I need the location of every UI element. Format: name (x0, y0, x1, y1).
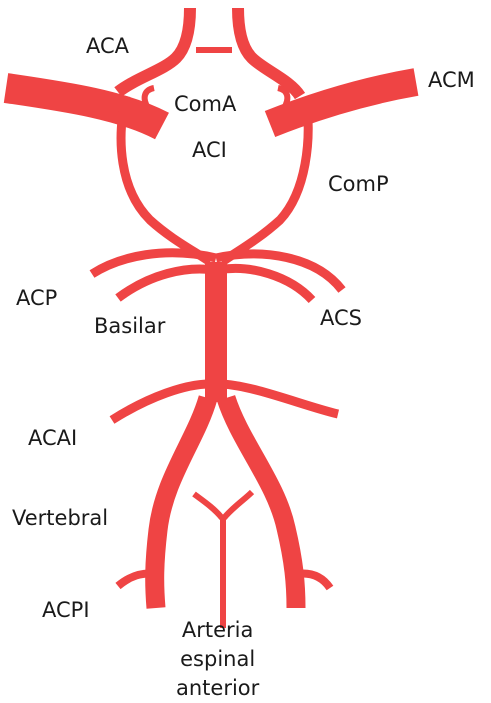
acpi-label: ACPI (42, 600, 90, 621)
anterior-spinal-right-branch (224, 492, 252, 518)
vertebral-left-vessel (155, 398, 208, 608)
arteria-espinal-anterior-label: Arteria espinal anterior (176, 616, 259, 703)
lenticulostriate-left-vessel (145, 88, 154, 108)
acm-left-vessel (6, 88, 162, 126)
vertebral-label: Vertebral (12, 508, 108, 529)
acm-label: ACM (428, 70, 475, 91)
acp-label: ACP (16, 288, 57, 309)
coma-label: ComA (174, 94, 236, 115)
acai-label: ACAI (28, 428, 77, 449)
aca-right-vessel (238, 8, 300, 96)
aca-label: ACA (86, 36, 129, 57)
acs-left-vessel (118, 269, 214, 298)
arteria-espinal-anterior-line-2: espinal (176, 645, 259, 674)
basilar-label: Basilar (94, 316, 165, 337)
anterior-spinal-left-branch (194, 494, 222, 518)
acs-label: ACS (320, 308, 362, 329)
comp-label: ComP (328, 174, 389, 195)
arteria-espinal-anterior-line-1: Arteria (176, 616, 259, 645)
acs-right-vessel (218, 268, 312, 300)
lenticulostriate-right-vessel (278, 88, 287, 108)
aci-label: ACI (192, 140, 227, 161)
